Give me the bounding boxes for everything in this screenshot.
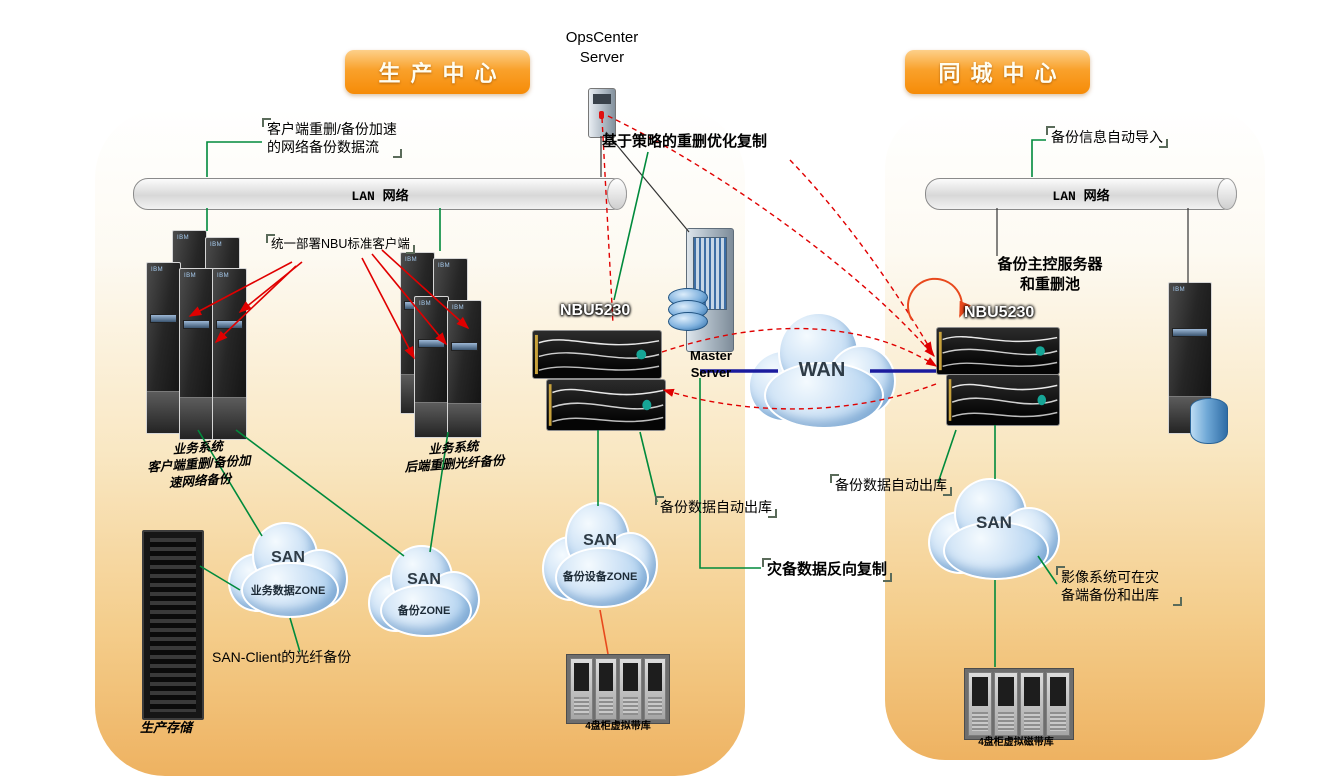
zone-label: 备份设备ZONE [562, 570, 638, 583]
policy-copy-note: 基于策略的重删优化复制 [602, 133, 768, 150]
import-note: 备份信息自动导入 [1046, 126, 1168, 149]
backup-master-note: 备份主控服务器 和重删池 [997, 256, 1103, 293]
san-client-note: SAN-Client的光纤备份 [212, 649, 352, 665]
wan-label: WAN [798, 359, 846, 382]
san-cloud-right: SAN [928, 478, 1060, 580]
tape-module [619, 658, 642, 720]
san-cloud-backup-device: SAN 备份设备ZONE [542, 502, 658, 608]
lan-left-label: LAN 网络 [351, 188, 409, 204]
san-cloud-business: SAN 业务数据ZONE [228, 522, 348, 619]
tape-module [1046, 672, 1070, 736]
disk-cylinder-icon [1190, 398, 1228, 444]
drive-bay [216, 320, 243, 329]
cloud-lobe [942, 520, 1050, 580]
client-dedup-note: 客户端重删/备份加速 的网络备份数据流 [262, 118, 402, 159]
ibm-logo: IBM [177, 235, 190, 241]
drive-bay [183, 320, 210, 329]
nbu-right-label: NBU5230 [964, 304, 1035, 321]
zone-label: 业务数据ZONE [250, 584, 326, 597]
zone-label: 备份ZONE [397, 605, 451, 618]
ibm-logo: IBM [217, 273, 230, 279]
wan-cloud: WAN [748, 312, 896, 430]
auto-out-left-note: 备份数据自动出库 [655, 496, 777, 519]
appliance-artwork [548, 384, 664, 426]
tape-module [594, 658, 617, 720]
production-center-title: 生产中心 [345, 50, 530, 94]
nbu-appliance [946, 374, 1060, 426]
ibm-logo: IBM [1173, 287, 1186, 293]
production-storage-icon [142, 530, 204, 720]
drive-bay [1172, 328, 1208, 337]
tape-left-label: 4盘柜虚拟带库 [585, 721, 651, 732]
cloud-lobe [241, 562, 339, 619]
san-label: SAN [407, 570, 441, 588]
power-led-icon [599, 111, 604, 119]
ibm-logo: IBM [419, 301, 432, 307]
cloud-lobe [554, 546, 650, 608]
ibm-logo: IBM [210, 242, 223, 248]
lan-pipe-right: LAN 网络 [925, 178, 1237, 210]
production-storage-label: 生产存储 [140, 720, 193, 735]
drive-bay [418, 339, 445, 348]
san-label: SAN [583, 531, 617, 549]
server-tower: IBM [212, 268, 247, 440]
business-system-label-1: 业务系统 客户端重删/备份加 速网络备份 [146, 439, 252, 490]
city-center-title: 同城中心 [905, 50, 1090, 94]
tape-library-icon [566, 654, 670, 724]
tape-module [643, 658, 666, 720]
master-server-label: Master Server [690, 348, 732, 380]
tape-module [994, 672, 1018, 736]
auto-out-right-note: 备份数据自动出库 [830, 474, 952, 497]
nbu-appliance [532, 330, 662, 379]
appliance-artwork [938, 331, 1058, 371]
tape-module [570, 658, 593, 720]
nbu-appliance [546, 379, 666, 431]
appliance-artwork [948, 379, 1058, 421]
tape-right-label: 4盘柜虚拟磁带库 [978, 737, 1054, 748]
tape-module [1020, 672, 1044, 736]
lan-right-label: LAN 网络 [1052, 188, 1110, 204]
nbu-appliance [936, 327, 1060, 375]
tape-module [968, 672, 992, 736]
san-label: SAN [976, 512, 1012, 532]
drive-bay [150, 314, 177, 323]
san-label: SAN [271, 548, 305, 566]
ibm-logo: IBM [151, 267, 164, 273]
appliance-artwork [534, 334, 660, 375]
nbu-left-label: NBU5230 [560, 302, 631, 319]
server-tower: IBM [414, 296, 449, 438]
server-tower: IBM [447, 300, 482, 438]
drive-bay [451, 341, 478, 351]
opscenter-label: OpsCenter Server [565, 29, 639, 66]
san-cloud-backup: SAN 备份ZONE [368, 545, 480, 638]
reverse-copy-note: 灾备数据反向复制 [762, 558, 893, 582]
ibm-logo: IBM [405, 257, 418, 263]
imaging-note: 影像系统可在灾 备端备份和出库 [1056, 566, 1182, 607]
ibm-logo: IBM [184, 273, 197, 279]
server-tower: IBM [179, 268, 214, 440]
cloud-lobe [380, 583, 472, 638]
unified-nbu-note: 统一部署NBU标准客户端 [266, 234, 415, 255]
lan-pipe-left: LAN 网络 [133, 178, 627, 210]
tape-library-icon [964, 668, 1074, 740]
ibm-logo: IBM [438, 263, 451, 269]
ibm-logo: IBM [452, 305, 465, 311]
disk-stack-icon [668, 312, 708, 331]
server-tower: IBM [146, 262, 181, 434]
opscenter-server-icon [588, 88, 616, 138]
